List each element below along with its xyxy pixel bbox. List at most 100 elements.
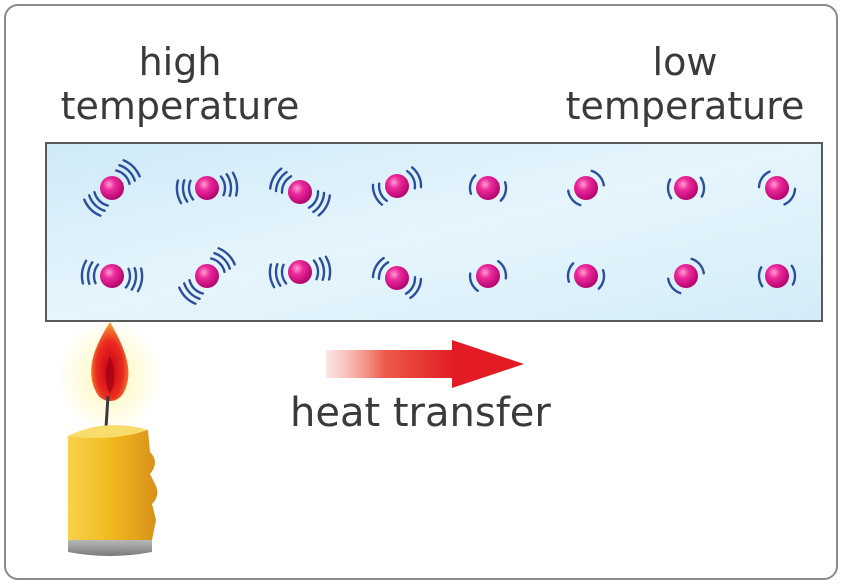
vibration-line [567,189,582,207]
particle-ball [195,176,219,200]
vibration-line [377,182,388,202]
particle-ball [195,264,219,288]
vibration-line [115,169,131,185]
vibration-line [324,255,332,281]
vibration-line [699,176,706,198]
vibration-line [93,191,109,207]
vibration-line [268,263,276,289]
vibration-line [181,179,189,203]
vibration-line [219,175,227,197]
low-label-line2: temperature [565,84,805,128]
vibration-line [377,261,390,280]
vibration-line [468,272,479,292]
vibration-line [404,276,417,295]
vibration-line [410,166,423,189]
vibration-line [757,266,764,288]
particle-ball [385,174,409,198]
vibration-line [497,260,508,280]
vibration-line [566,262,575,283]
vibration-line [92,263,100,285]
vibration-line [136,267,144,293]
vibration-line [371,183,384,206]
vibration-line [183,282,201,300]
particle-ball [100,264,124,288]
low-temperature-label: low temperature [540,40,830,128]
vibration-line [122,159,141,178]
particle-ball [574,176,598,200]
vibration-line [178,286,197,305]
vibration-line [790,264,797,286]
vibration-line [409,277,423,300]
particle-ball [765,176,789,200]
particle-ball [288,260,312,284]
vibration-line [280,263,288,285]
vibration-line [175,179,183,205]
vibration-line [590,169,605,187]
particle-icon [757,264,797,288]
vibration-line [210,257,226,273]
heat-transfer-label: heat transfer [290,390,551,436]
vibration-line [317,194,331,217]
metal-bar [45,142,823,322]
particle-icon [666,176,706,200]
vibration-line [406,170,417,190]
vibration-line [225,173,233,197]
vibration-line [83,198,102,217]
particle-ball [476,264,500,288]
heat-arrow-icon [326,340,524,388]
vibration-line [667,277,682,295]
vibration-line [80,259,88,285]
vibration-line [371,256,385,279]
particle-icon [371,256,423,300]
particle-group [80,159,797,305]
vibration-line [468,174,477,195]
high-temperature-label: high temperature [40,40,320,128]
particle-icon [269,167,331,217]
vibration-line [312,259,320,281]
particle-icon [80,259,144,293]
vibration-line [666,178,673,200]
particle-ball [476,176,500,200]
particle-icon [667,257,705,295]
vibration-line [118,164,136,182]
particle-icon [468,174,508,202]
particle-ball [288,180,312,204]
particle-icon [757,170,797,206]
particle-icon [566,262,606,290]
particle-icon [371,166,423,206]
particle-icon [178,247,236,305]
vibration-line [213,252,231,270]
vibration-line [280,175,293,194]
vibration-line [757,170,771,189]
candle-icon [58,319,162,556]
vibration-line [124,267,132,289]
vibration-line [130,267,138,291]
vibration-line [312,191,326,214]
particle-icon [567,169,605,207]
vibration-line [499,181,508,202]
particle-icon [268,255,332,289]
particle-ball [674,264,698,288]
high-label-line2: temperature [60,84,300,128]
particle-icon [83,159,141,217]
particle-ball [674,176,698,200]
vibration-line [274,170,288,193]
vibration-line [231,171,239,197]
vibration-line [274,263,282,287]
particle-icon [175,171,239,205]
vibration-line [217,247,236,266]
vibration-line [690,257,705,275]
vibration-line [597,269,606,290]
particle-ball [574,264,598,288]
vibration-line [88,194,106,212]
particle-ball [765,264,789,288]
particle-icon [468,260,508,292]
vibration-line [188,279,204,295]
high-label-line1: high [138,40,222,84]
vibration-line [307,190,320,209]
vibration-line [86,261,94,285]
vibration-line [187,179,195,201]
particle-ball [100,176,124,200]
particle-ball [385,266,409,290]
